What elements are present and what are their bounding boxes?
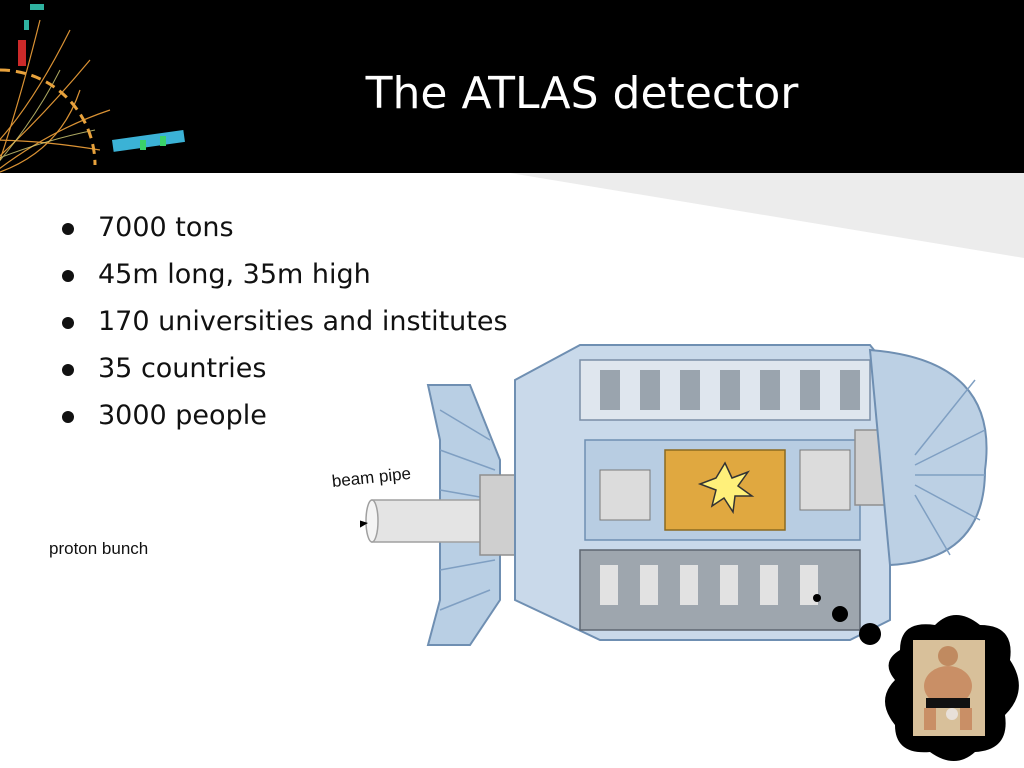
- bullet-item: 3000 people: [58, 396, 508, 443]
- bullet-text: 35 countries: [98, 353, 267, 384]
- bullet-dot-icon: [62, 364, 74, 376]
- proton-arrow: [360, 520, 368, 528]
- bullet-item: 45m long, 35m high: [58, 255, 508, 302]
- proton-bunch-label: proton bunch: [49, 539, 149, 558]
- bullet-dot-icon: [62, 411, 74, 423]
- slide-header: The ATLAS detector: [0, 0, 1024, 173]
- bullet-list: 7000 tons 45m long, 35m high 170 univers…: [58, 208, 508, 443]
- particle-tracks-icon: [0, 4, 185, 173]
- bullet-text: 170 universities and institutes: [98, 306, 508, 337]
- bullet-item: 35 countries: [58, 349, 508, 396]
- page-title: The ATLAS detector: [365, 68, 799, 119]
- bullet-text: 3000 people: [98, 400, 267, 431]
- decorative-slant: [510, 173, 1024, 258]
- right-endcap-wheel: [854, 348, 988, 567]
- bullet-dot-icon: [62, 270, 74, 282]
- detector-barrel: [514, 344, 891, 641]
- bullet-item: 7000 tons: [58, 208, 508, 255]
- bullet-dot-icon: [62, 223, 74, 235]
- atlas-detector-illustration: [360, 344, 1019, 761]
- bullet-item: 170 universities and institutes: [58, 302, 508, 349]
- bullet-text: 45m long, 35m high: [98, 259, 371, 290]
- bullet-dot-icon: [62, 317, 74, 329]
- thought-bubble-dots: [813, 594, 881, 645]
- thought-cloud: [885, 615, 1019, 761]
- bullet-text: 7000 tons: [98, 212, 234, 243]
